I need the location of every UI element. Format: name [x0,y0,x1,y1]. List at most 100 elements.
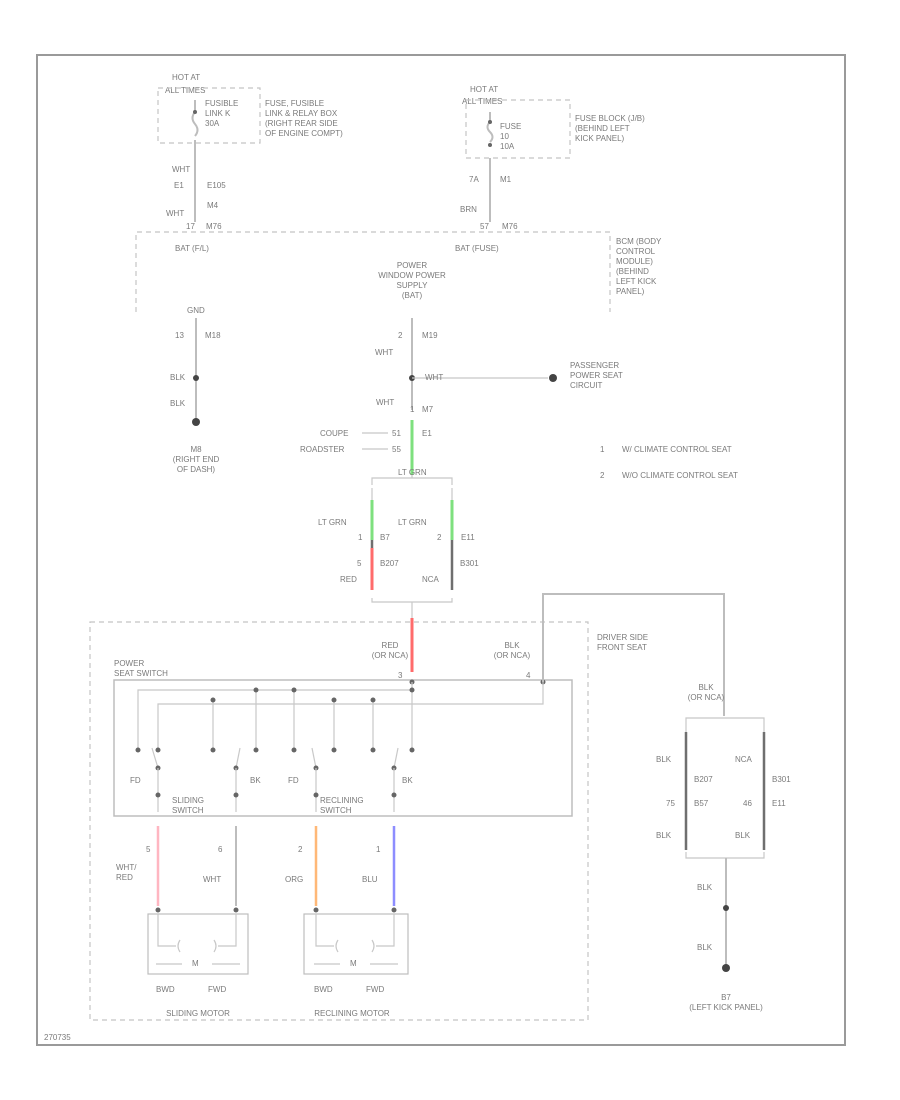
wire-color-label: BLK [656,755,672,764]
reclining-motor-label: RECLINING MOTOR [314,1009,390,1018]
connector-pin: 3 [398,671,403,680]
blk-or-nca-label: BLK(OR NCA) [688,683,725,702]
roadster-label: ROADSTER [300,445,345,454]
connector-id: E105 [207,181,226,190]
wire-color-label: WHT [172,165,190,174]
connector-pin: 5 [146,845,151,854]
fd-label: FD [288,776,299,785]
wire-color-label: WHT [166,209,184,218]
connector-pin: 4 [526,671,531,680]
connector-id: M76 [502,222,518,231]
hot-at-sublabel: ALL TIMES [165,86,205,95]
wire-color-label: WHT/RED [116,863,137,882]
wire-color-label: WHT [203,875,221,884]
sliding-motor-label: SLIDING MOTOR [166,1009,230,1018]
blk-or-nca-label: BLK(OR NCA) [494,641,531,660]
connector-pin: 57 [480,222,489,231]
connector-id: B301 [772,775,791,784]
ps-connector: M19 [422,331,438,340]
fwd-label: FWD [208,985,226,994]
wire-color-label: NCA [422,575,440,584]
wire-color-label: WHT [376,398,394,407]
bk-label: BK [250,776,261,785]
ground-location: B7(LEFT KICK PANEL) [689,993,763,1012]
connector-pin: 6 [218,845,223,854]
wire-color-label: WHT [375,348,393,357]
connector-id: E1 [422,429,432,438]
motor-symbol: M [350,959,357,968]
legend-item-number: 2 [600,471,605,480]
fwd-label: FWD [366,985,384,994]
wire-color-label: BLK [697,943,713,952]
gnd-label: GND [187,306,205,315]
ground-symbol [722,964,730,972]
connector-id: B301 [460,559,479,568]
hot-at-label: HOT AT [172,73,200,82]
connector-pin: 1 [376,845,381,854]
wire-color-label: BRN [460,205,477,214]
connector-id: B57 [694,799,709,808]
connector-pin: 7A [469,175,479,184]
bat-fuse-label: BAT (FUSE) [455,244,499,253]
ps-pin: 2 [398,331,403,340]
wire-color-label: BLU [362,875,378,884]
connector-pin: 17 [186,222,195,231]
connector-id: M1 [500,175,512,184]
connector-id: B207 [380,559,399,568]
wire-color-label: BLK [697,883,713,892]
hot-at-sublabel: ALL TIMES [462,97,502,106]
wire-color-label: LT GRN [318,518,347,527]
reclining-motor: M BWD FWD [303,913,409,994]
wire-color-label: RED [340,575,357,584]
wire-color-label: LT GRN [398,468,427,477]
lt-grn-branches: LT GRN LT GRN 1 B7 2 E11 5 B207 RED NCA … [318,488,479,618]
coupe-label: COUPE [320,429,348,438]
connector-pin: 2 [298,845,303,854]
wire-color-label: BLK [735,831,751,840]
passenger-wire-color: WHT [425,373,443,382]
connector-pin: 1 [358,533,363,542]
connector-id: E11 [461,533,475,542]
fd-label: FD [130,776,141,785]
connector-id: M76 [206,222,222,231]
connector-pin: 75 [666,799,675,808]
power-seat-switch [113,679,573,817]
connector-pin: 51 [392,429,401,438]
connector-pin: 2 [437,533,442,542]
connector-pin: 46 [743,799,752,808]
wire-color-label: BLK [170,373,186,382]
sliding-motor: M BWD FWD [147,913,249,994]
connector-pin: E1 [174,181,184,190]
motor-symbol: M [192,959,199,968]
diagram-frame [36,54,846,1046]
hot-at-label: HOT AT [470,85,498,94]
fuse-symbol [486,121,494,143]
wire-color-label: BLK [656,831,672,840]
connector-pin: 5 [357,559,362,568]
bat-fl-label: BAT (F/L) [175,244,209,253]
connector-id: M4 [207,201,219,210]
bk-label: BK [402,776,413,785]
bwd-label: BWD [314,985,333,994]
connector-id: B207 [694,775,713,784]
wire-color-label: NCA [735,755,753,764]
ground-right: BLK(OR NCA) BLK NCA B207 B301 75 B57 46 … [656,683,791,1012]
connector-pin: 1 [410,405,415,414]
connector-id: E11 [772,799,786,808]
